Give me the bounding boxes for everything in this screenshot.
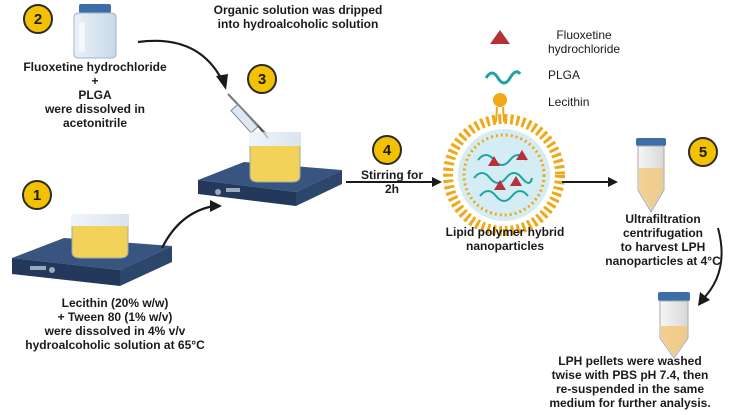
step3-badge: 3 xyxy=(247,64,277,94)
arrow-head-icon xyxy=(210,200,222,212)
polymer-chain-icon xyxy=(484,70,522,85)
bottle-icon xyxy=(73,4,117,59)
legend-label-fluoxetine: Fluoxetine hydrochloride xyxy=(548,28,621,56)
legend-label-plga: PLGA xyxy=(548,68,581,82)
step4-text: Stirring for 2h xyxy=(361,168,423,196)
nanoparticle-icon xyxy=(443,114,565,236)
arrow-head-icon xyxy=(698,292,710,306)
final-text: LPH pellets were washed twise with PBS p… xyxy=(549,354,711,410)
syringe-icon xyxy=(227,93,269,139)
triangle-icon xyxy=(490,30,510,44)
arrow-to-step3 xyxy=(137,39,223,81)
step5-badge: 5 xyxy=(688,137,718,167)
nanoparticle-label: Lipid polymer hybrid nanoparticles xyxy=(445,225,565,253)
arrow-step1-to-step3 xyxy=(161,204,215,249)
step3-text: Organic solution was dripped into hydroa… xyxy=(213,3,383,31)
lipid-icon xyxy=(493,93,507,123)
arrow-to-final-tube xyxy=(701,227,723,301)
step1-text: Lecithin (20% w/w) + Tween 80 (1% w/v) w… xyxy=(25,296,205,352)
step5-text: Ultrafiltration centrifugation to harves… xyxy=(605,212,721,268)
centrifuge-tube-icon xyxy=(636,138,666,213)
arrow-head-icon xyxy=(432,177,442,187)
final-tube-icon xyxy=(658,292,690,359)
arrow-head-icon xyxy=(216,74,228,90)
step2-badge: 2 xyxy=(23,4,53,34)
stirrer-step3-icon xyxy=(198,132,342,206)
step4-badge: 4 xyxy=(372,135,402,165)
step1-badge: 1 xyxy=(22,180,52,210)
arrow-head-icon xyxy=(608,177,618,187)
legend-label-lecithin: Lecithin xyxy=(548,95,590,109)
step2-text: Fluoxetine hydrochloride + PLGA were dis… xyxy=(23,60,167,130)
stirrer-step1-icon xyxy=(12,214,172,286)
